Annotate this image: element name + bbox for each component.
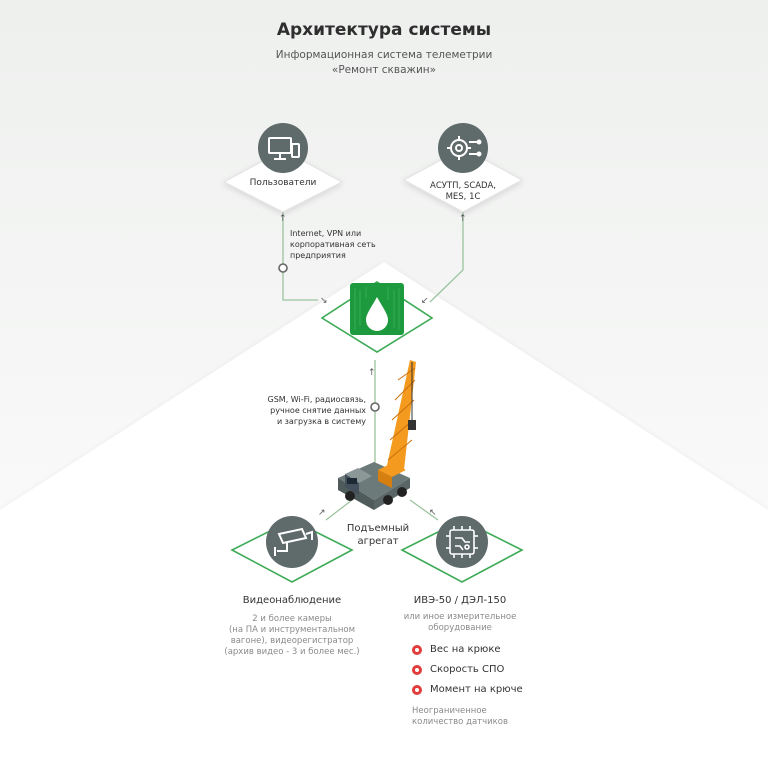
svg-text:↑: ↑	[459, 214, 467, 224]
sensor-node[interactable]	[400, 516, 524, 583]
page-subtitle: Информационная система телеметрии «Ремон…	[0, 48, 768, 78]
network-line1: Internet, VPN или	[290, 229, 362, 238]
field-line3: и загрузка в систему	[276, 417, 366, 426]
network-connection-text: Internet, VPN или корпоративная сеть пре…	[290, 228, 376, 261]
water-drop-icon	[366, 297, 388, 331]
scada-label-line2: MES, 1С	[445, 192, 481, 202]
sensor-line1: или иное измерительное	[403, 612, 517, 622]
server-texture	[354, 287, 400, 330]
arrow-marks: ↑ ↑ ↑ ↘ ↙ ↗ ↖	[279, 214, 467, 518]
monitor-phone-icon	[268, 137, 300, 160]
gear-chip-icon	[447, 136, 482, 160]
field-junction	[370, 402, 380, 412]
sensor-line2: оборудование	[428, 623, 492, 633]
subtitle-line2: «Ремонт скважин»	[331, 64, 437, 76]
users-node[interactable]	[222, 123, 344, 213]
list-item-label: Скорость СПО	[430, 664, 505, 675]
scada-label: АСУТП, SCADA, MES, 1С	[413, 181, 513, 203]
sensor-description: или иное измерительное оборудование	[385, 612, 535, 634]
page-title: Архитектура системы	[276, 20, 492, 40]
svg-text:↑: ↑	[279, 214, 287, 224]
list-item: Момент на крюче	[412, 684, 523, 695]
sensor-footer-line2: количество датчиков	[412, 717, 509, 727]
sensor-footer-line1: Неограниченное	[412, 706, 487, 716]
network-junction	[278, 263, 288, 273]
lift-label-line2: агрегат	[357, 536, 399, 547]
field-line1: GSM, Wi-Fi, радиосвязь,	[267, 395, 366, 404]
sensor-title: ИВЭ-50 / ДЭЛ-150	[413, 595, 507, 606]
svg-text:↗: ↗	[318, 508, 326, 518]
subtitle-line1: Информационная система телеметрии	[275, 49, 493, 61]
video-line4: (архив видео - 3 и более мес.)	[224, 647, 360, 657]
crane-truck-icon	[338, 360, 416, 510]
video-line2: (на ПА и инструментальном	[228, 625, 356, 635]
chip-icon	[446, 526, 478, 558]
video-line3: вагоне), видеорегистратор	[230, 636, 354, 646]
bullet-icon	[412, 644, 422, 655]
scada-node[interactable]	[402, 123, 524, 213]
users-label: Пользователи	[249, 178, 317, 188]
connector-lines	[282, 212, 464, 521]
list-item-label: Момент на крюче	[430, 684, 523, 695]
svg-text:↖: ↖	[429, 508, 437, 518]
list-item: Вес на крюке	[412, 644, 501, 655]
svg-text:↑: ↑	[368, 368, 376, 378]
list-item: Скорость СПО	[412, 664, 504, 675]
bullet-icon	[412, 684, 422, 695]
network-line2: корпоративная сеть	[290, 240, 376, 249]
network-line3: предприятия	[290, 251, 346, 260]
video-title: Видеонаблюдение	[242, 595, 342, 606]
svg-text:↙: ↙	[421, 296, 429, 306]
scada-label-line1: АСУТП, SCADA,	[430, 181, 496, 191]
list-item-label: Вес на крюке	[430, 644, 501, 655]
field-connection-text: GSM, Wi-Fi, радиосвязь, ручное снятие да…	[230, 394, 366, 427]
lift-label-line1: Подъемный	[346, 523, 410, 534]
video-line1: 2 и более камеры	[252, 614, 332, 624]
server-node[interactable]	[320, 281, 434, 353]
lift-label: Подъемный агрегат	[340, 522, 416, 548]
sensor-footer: Неограниченное количество датчиков	[412, 706, 508, 728]
video-description: 2 и более камеры (на ПА и инструментальн…	[202, 614, 382, 658]
video-node[interactable]	[230, 516, 354, 583]
background-pyramid	[0, 262, 768, 760]
bullet-icon	[412, 664, 422, 675]
cctv-camera-icon	[274, 527, 313, 556]
field-line2: ручное снятие данных	[270, 406, 366, 415]
svg-text:↘: ↘	[320, 296, 328, 306]
